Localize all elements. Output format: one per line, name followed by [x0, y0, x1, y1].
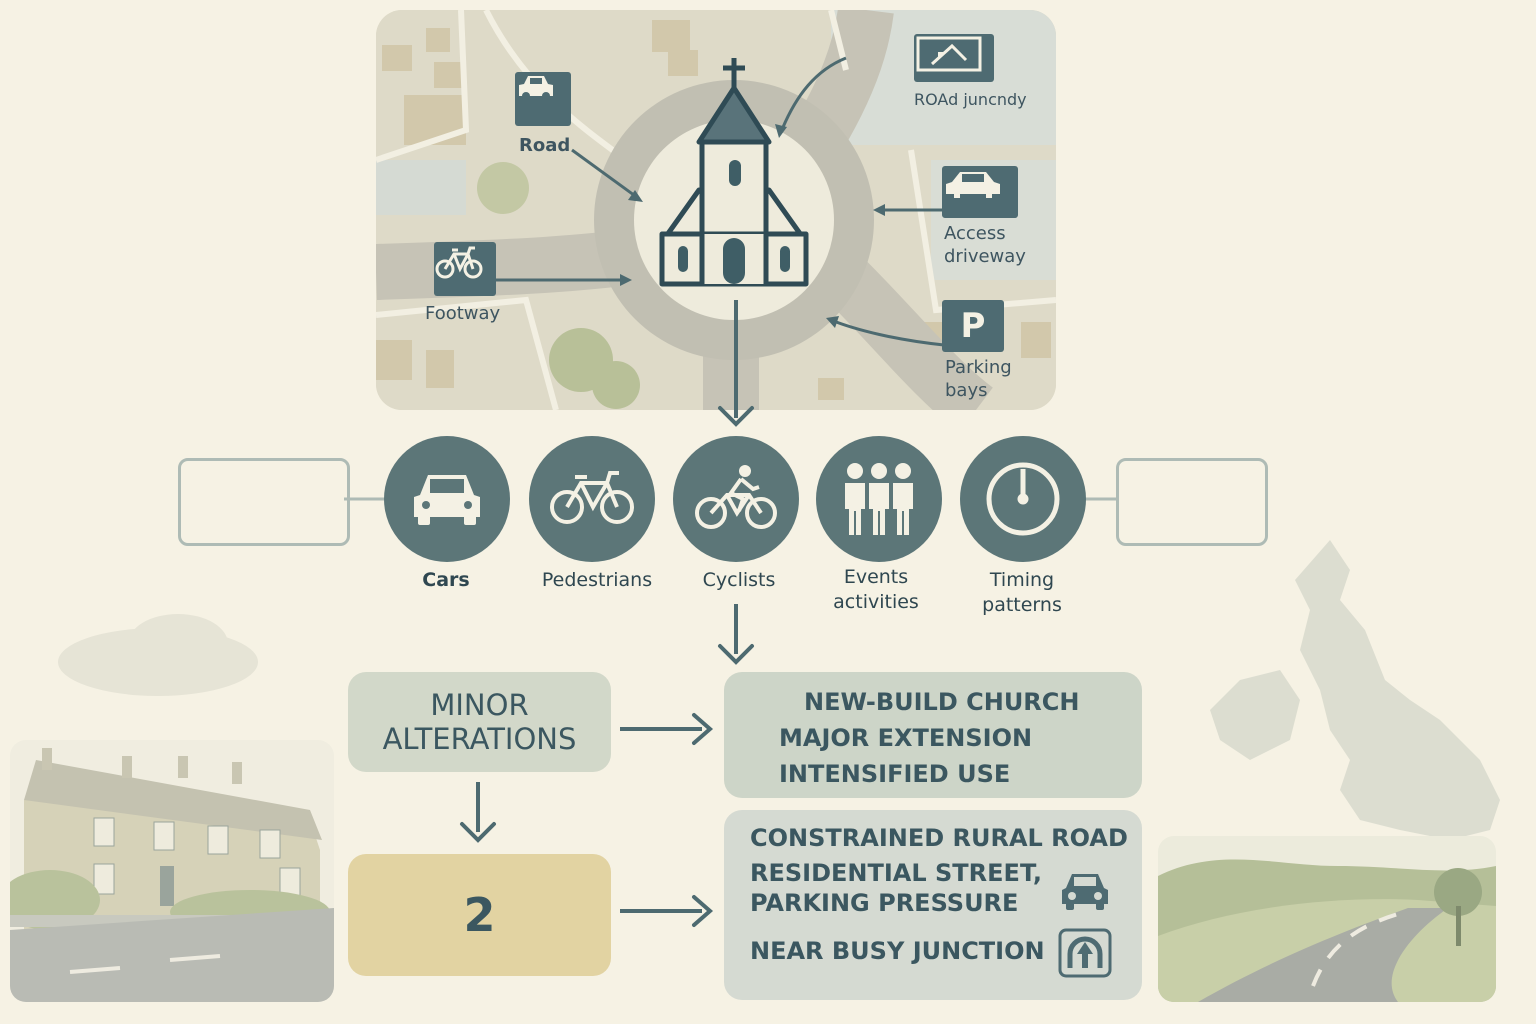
parking-bays-label: Parking bays	[945, 357, 1012, 401]
empty-box-right	[1116, 458, 1268, 546]
minor-alterations-box: MINOR ALTERATIONS	[348, 672, 611, 772]
car-icon	[1058, 868, 1112, 918]
intensified-use-text: INTENSIFIED USE	[779, 760, 1011, 788]
people-icon	[845, 463, 913, 535]
rural-road-scene	[1158, 836, 1496, 1002]
road-junction-label: ROAd juncndy	[914, 90, 1027, 109]
cyclist-icon	[695, 465, 777, 529]
junction-arrow-icon	[1058, 928, 1112, 982]
road-junction-sign-icon	[914, 34, 994, 82]
minor-alterations-text: MINOR ALTERATIONS	[382, 688, 577, 756]
footway-bicycle-icon	[434, 242, 496, 296]
major-extension-text: MAJOR EXTENSION	[779, 724, 1033, 752]
cyclists-label: Cyclists	[702, 569, 776, 591]
uk-map-silhouette	[1200, 530, 1510, 860]
timing-circle	[960, 436, 1086, 562]
pedestrians-circle	[529, 436, 655, 562]
access-driveway-car-icon	[942, 166, 1018, 218]
events-label: Events activities	[833, 566, 919, 613]
parking-icon: P	[942, 300, 1004, 352]
cars-circle	[384, 436, 510, 562]
level-2-text: 2	[463, 888, 496, 942]
cyclists-circle	[673, 436, 799, 562]
timing-label: Timing patterns	[982, 569, 1062, 616]
events-circle	[816, 436, 942, 562]
near-busy-junction-text: NEAR BUSY JUNCTION	[750, 937, 1045, 965]
car-icon	[414, 475, 480, 525]
level-2-box: 2	[348, 854, 611, 976]
pedestrians-label: Pedestrians	[541, 569, 653, 591]
site-map: Road ROAd juncndy Access driveway Footwa…	[376, 10, 1056, 410]
new-build-church-text: NEW-BUILD CHURCH	[804, 688, 1080, 716]
clock-icon	[986, 462, 1060, 536]
footway-label: Footway	[425, 303, 501, 324]
residential-street-text: RESIDENTIAL STREET, PARKING PRESSURE	[750, 859, 1043, 917]
major-development-box: NEW-BUILD CHURCH MAJOR EXTENSION INTENSI…	[724, 672, 1142, 798]
access-driveway-label: Access driveway	[944, 223, 1026, 267]
empty-box-left	[178, 458, 350, 546]
cars-label: Cars	[422, 569, 470, 591]
bicycle-icon	[550, 471, 634, 524]
cloud-left	[48, 612, 258, 702]
residential-street-scene	[10, 740, 334, 1002]
constrained-rural-road-text: CONSTRAINED RURAL ROAD	[750, 824, 1128, 852]
road-context-box: CONSTRAINED RURAL ROAD RESIDENTIAL STREE…	[724, 810, 1142, 1000]
road-label: Road	[519, 135, 571, 156]
road-car-icon	[515, 72, 571, 126]
